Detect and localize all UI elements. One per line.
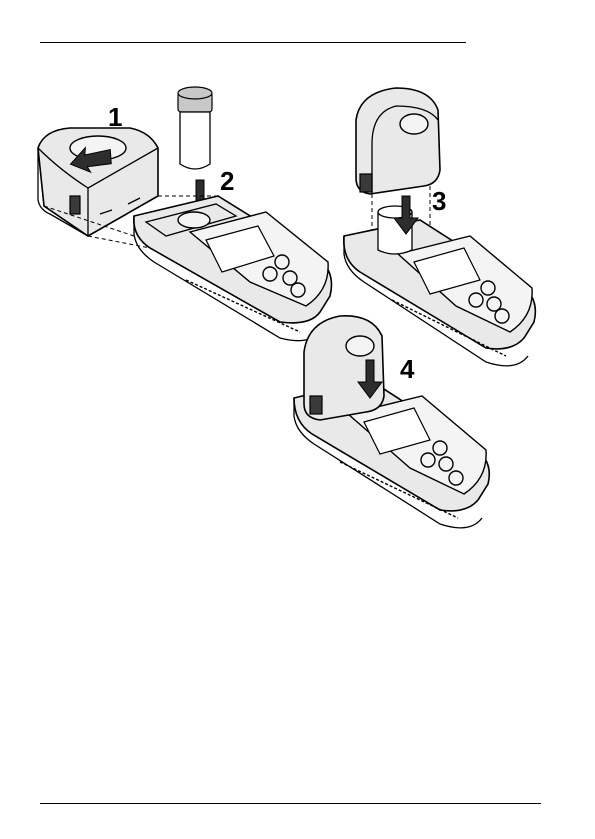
- instrument-step-4: [294, 316, 489, 528]
- step-1-label: 1: [108, 102, 122, 132]
- step-3-label: 3: [432, 186, 446, 216]
- step-2-label: 2: [220, 166, 234, 196]
- step-4-label: 4: [400, 354, 415, 384]
